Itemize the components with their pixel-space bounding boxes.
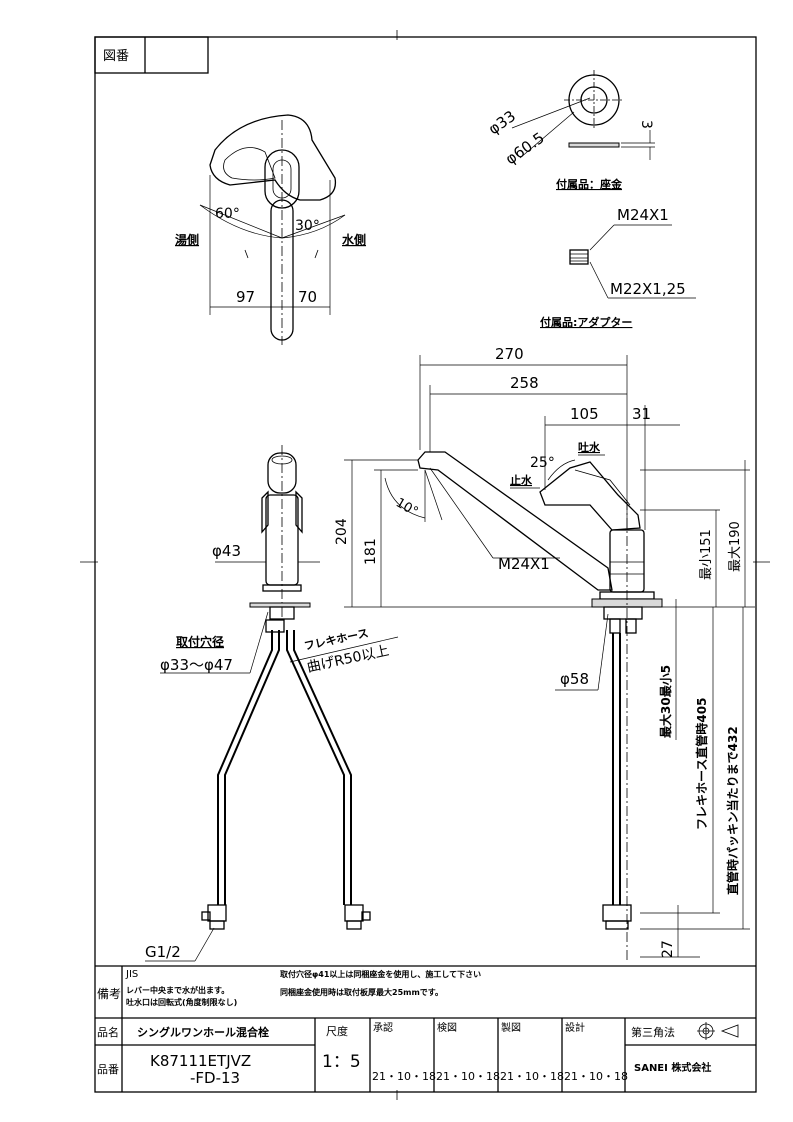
hinban-line1: K87111ETJVZ: [150, 1052, 251, 1070]
spout-label: 吐水: [578, 440, 601, 454]
adapter-view: M24X1 M22X1,25 付属品:アダプター: [540, 206, 696, 329]
washer-caption: 付属品：座金: [556, 177, 623, 191]
g-thread: G1/2: [145, 943, 181, 961]
adapter-thread-top: M24X1: [617, 206, 669, 224]
angle-spout: 10°: [393, 495, 420, 520]
washer-thickness: 3: [638, 120, 654, 129]
washer-dia-outer: φ60.5: [502, 129, 548, 169]
dim-270: 270: [495, 345, 524, 363]
dim-27: 27: [660, 940, 676, 958]
side-view: 270 258 105 31 吐水 止水 25° 10° 204 181 M24…: [334, 345, 755, 960]
mount-hole-dia: φ33〜φ47: [160, 656, 233, 674]
note-4: 同梱座金使用時は取付板厚最大25mmです。: [280, 987, 443, 997]
sheet-border: [94, 36, 757, 1093]
top-view: 60° 30° 湯側 水側 97 70: [175, 114, 366, 345]
angle-hot: 60°: [215, 206, 240, 222]
check-date: 21・10・18: [436, 1070, 500, 1083]
hinmei-label: 品名: [97, 1025, 119, 1039]
adapter-thread-bottom: M22X1,25: [610, 280, 686, 298]
approve-date: 21・10・18: [372, 1070, 436, 1083]
check-label: 検図: [437, 1021, 457, 1034]
dim-31: 31: [632, 405, 651, 423]
approve-label: 承認: [373, 1021, 393, 1034]
cold-side-label: 水側: [342, 232, 366, 247]
hinban-line2: -FD-13: [190, 1069, 240, 1087]
front-dia-body: φ43: [212, 542, 241, 560]
projection-label: 第三角法: [631, 1025, 675, 1039]
hose-straight: フレキホース直管時405: [694, 698, 709, 830]
angle-cold: 30°: [295, 218, 320, 234]
angle-lever: 25°: [530, 455, 555, 471]
packing-length: 直管時パッキン当たりまで432: [725, 726, 740, 895]
zuban-box: [94, 36, 209, 74]
washer-view: φ33 φ60.5 3 付属品：座金: [485, 70, 655, 191]
draw-label: 製図: [501, 1021, 521, 1034]
dim-204: 204: [334, 518, 350, 545]
hinmei-value: シングルワンホール混合栓: [137, 1025, 269, 1039]
note-jis: JIS: [125, 969, 138, 980]
dim-105: 105: [570, 405, 599, 423]
hot-side-label: 湯側: [175, 232, 199, 247]
stop-label: 止水: [510, 473, 533, 487]
max-190: 最大190: [728, 521, 743, 572]
front-view: φ43 取付穴径 φ33〜φ47 フレキホース 曲げR50以上 G1/2: [145, 445, 399, 962]
third-angle-projection-icon: [697, 1022, 739, 1040]
design-label: 設計: [565, 1021, 585, 1034]
min-151: 最小151: [699, 529, 714, 580]
dim-97: 97: [236, 288, 255, 306]
zuban-label: 図番: [103, 49, 129, 64]
thread-m24: M24X1: [498, 555, 550, 573]
scale-value: 1：5: [322, 1052, 361, 1072]
adapter-caption: 付属品:アダプター: [540, 315, 632, 329]
design-date: 21・10・18: [564, 1070, 628, 1083]
dim-258: 258: [510, 374, 539, 392]
bikou-label: 備考: [97, 986, 121, 1001]
title-block: 備考 JIS レバー中央まで水が出ます。 吐水口は回転式(角度制限なし) 取付穴…: [95, 965, 756, 1092]
max30-min5: 最大30最小5: [658, 665, 673, 738]
scale-label: 尺度: [326, 1024, 348, 1038]
mount-hole-label: 取付穴径: [176, 634, 224, 649]
draw-date: 21・10・18: [500, 1070, 564, 1083]
dim-70: 70: [298, 288, 317, 306]
company-name: SANEI 株式会社: [634, 1061, 711, 1074]
washer-dia-inner: φ33: [485, 107, 519, 138]
note-1: レバー中央まで水が出ます。: [126, 985, 229, 995]
note-3: 取付穴径φ41以上は同梱座金を使用し、施工して下さい: [280, 969, 481, 979]
dim-181: 181: [363, 538, 379, 565]
note-2: 吐水口は回転式(角度制限なし): [126, 997, 237, 1007]
base-dia: φ58: [560, 670, 589, 688]
hinban-label: 品番: [97, 1063, 119, 1076]
